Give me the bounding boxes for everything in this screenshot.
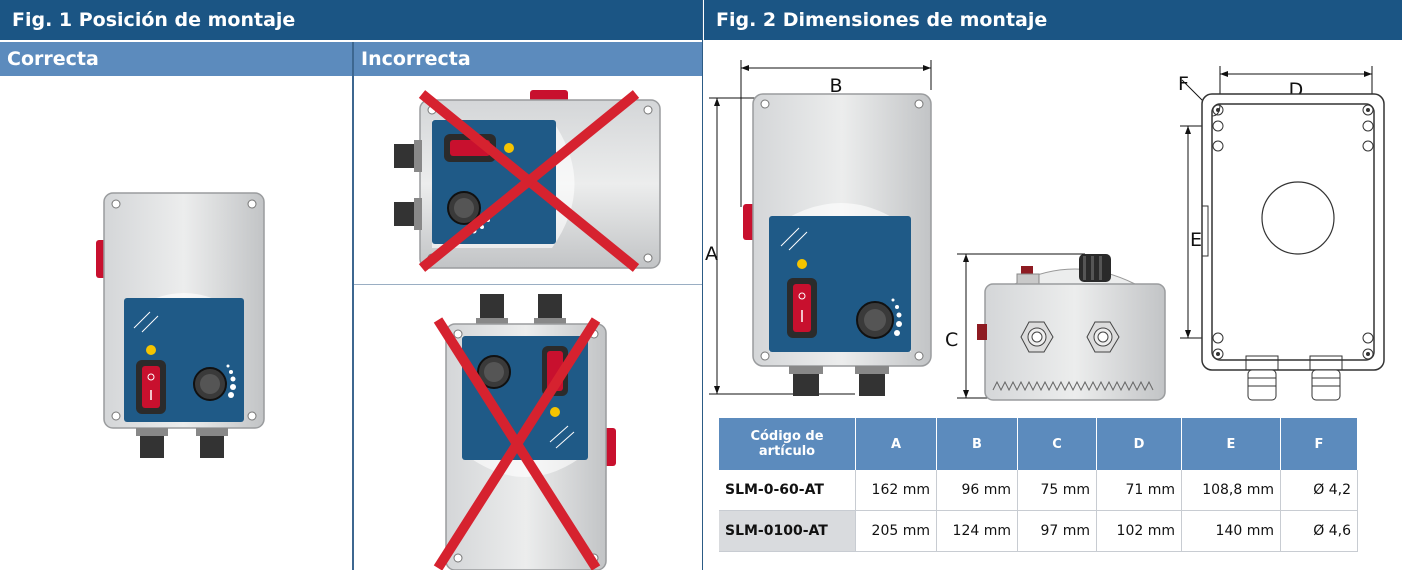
cell-b: 124 mm (936, 510, 1018, 552)
dim-b-label: B (829, 75, 842, 97)
fig1-title: Fig. 1 Posición de montaje (0, 0, 702, 40)
back-view-dimension-drawing: F D E (1178, 66, 1385, 401)
col-header-b: B (936, 418, 1018, 470)
col-header-e: E (1181, 418, 1281, 470)
cell-f: Ø 4,6 (1280, 510, 1358, 552)
col-header-a: A (855, 418, 937, 470)
fig2-panel: Fig. 2 Dimensiones de montaje (703, 0, 1402, 570)
cell-code: SLM-0-60-AT (719, 470, 856, 511)
col-header-d: D (1096, 418, 1182, 470)
controller-incorrect-inverted-illustration (433, 294, 616, 570)
cell-b: 96 mm (936, 470, 1018, 511)
fig1-panel: Fig. 1 Posición de montaje Correcta Inco… (0, 0, 703, 570)
cell-d: 102 mm (1096, 510, 1182, 552)
dimensions-table: Código de artículo A B C D E F SLM-0-60-… (719, 418, 1358, 552)
dim-c-label: C (945, 329, 958, 351)
fig2-title: Fig. 2 Dimensiones de montaje (704, 0, 1402, 40)
table-header-row: Código de artículo A B C D E F (719, 418, 1358, 470)
incorrect-header: Incorrecta (354, 42, 702, 76)
cell-a: 205 mm (855, 510, 937, 552)
cell-c: 75 mm (1017, 470, 1097, 511)
cell-e: 108,8 mm (1181, 470, 1281, 511)
front-view-dimension-drawing: B A (705, 60, 932, 396)
cell-a: 162 mm (855, 470, 937, 511)
correct-header: Correcta (0, 42, 352, 76)
row-divider (354, 284, 702, 285)
cell-c: 97 mm (1017, 510, 1097, 552)
cell-d: 71 mm (1096, 470, 1182, 511)
table-row: SLM-0-60-AT 162 mm 96 mm 75 mm 71 mm 108… (719, 470, 1358, 511)
controller-correct-illustration (96, 192, 265, 458)
col-header-code: Código de artículo (719, 418, 856, 470)
side-view-dimension-drawing: C (945, 253, 1166, 401)
controller-incorrect-horizontal-illustration (394, 90, 661, 272)
cell-code: SLM-0100-AT (719, 510, 856, 552)
dim-e-label: E (1190, 229, 1202, 251)
col-header-c: C (1017, 418, 1097, 470)
column-divider (352, 42, 354, 570)
table-row: SLM-0100-AT 205 mm 124 mm 97 mm 102 mm 1… (719, 510, 1358, 552)
cell-f: Ø 4,2 (1280, 470, 1358, 511)
dim-a-label: A (705, 243, 718, 265)
dim-f-label: F (1178, 73, 1189, 95)
col-header-f: F (1280, 418, 1358, 470)
cell-e: 140 mm (1181, 510, 1281, 552)
